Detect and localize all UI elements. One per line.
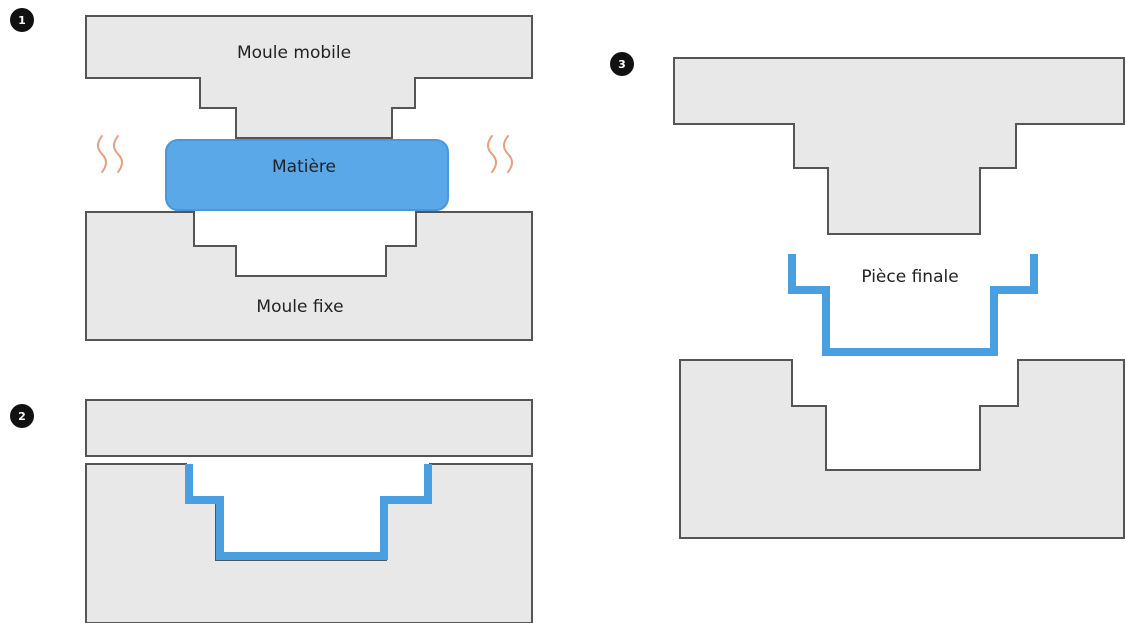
- step-3-mobile-mold: [673, 57, 1125, 235]
- step-3-final-part: [788, 254, 1038, 356]
- step-1-badge: 1: [10, 8, 34, 32]
- step-1-mobile-mold: [85, 15, 533, 139]
- step-2-mobile-mold: [85, 399, 533, 457]
- step-2-formed-part: [185, 464, 432, 560]
- step-3-part-label: Pièce finale: [861, 267, 958, 287]
- svg-text:1: 1: [18, 14, 26, 27]
- step-1-panel: 1 Moule mobile Matière Moule fixe: [10, 8, 533, 341]
- step-1-fixed-mold: [85, 211, 533, 341]
- step-1-heat-left-icon: [97, 135, 123, 173]
- step-1-mobile-mold-label: Moule mobile: [237, 43, 351, 63]
- step-1-material-label: Matière: [272, 157, 336, 177]
- step-1-fixed-mold-label: Moule fixe: [256, 297, 343, 317]
- svg-text:3: 3: [618, 58, 626, 71]
- step-2-fixed-mold: [85, 463, 533, 623]
- step-1-material-sheet: [165, 139, 449, 211]
- step-3-fixed-mold: [679, 359, 1125, 539]
- step-3-badge: 3: [610, 52, 634, 76]
- svg-text:2: 2: [18, 410, 26, 423]
- step-1-heat-right-icon: [487, 135, 513, 173]
- step-3-panel: 3 Pièce finale: [610, 52, 1125, 539]
- step-2-panel: 2: [10, 399, 533, 623]
- step-2-badge: 2: [10, 404, 34, 428]
